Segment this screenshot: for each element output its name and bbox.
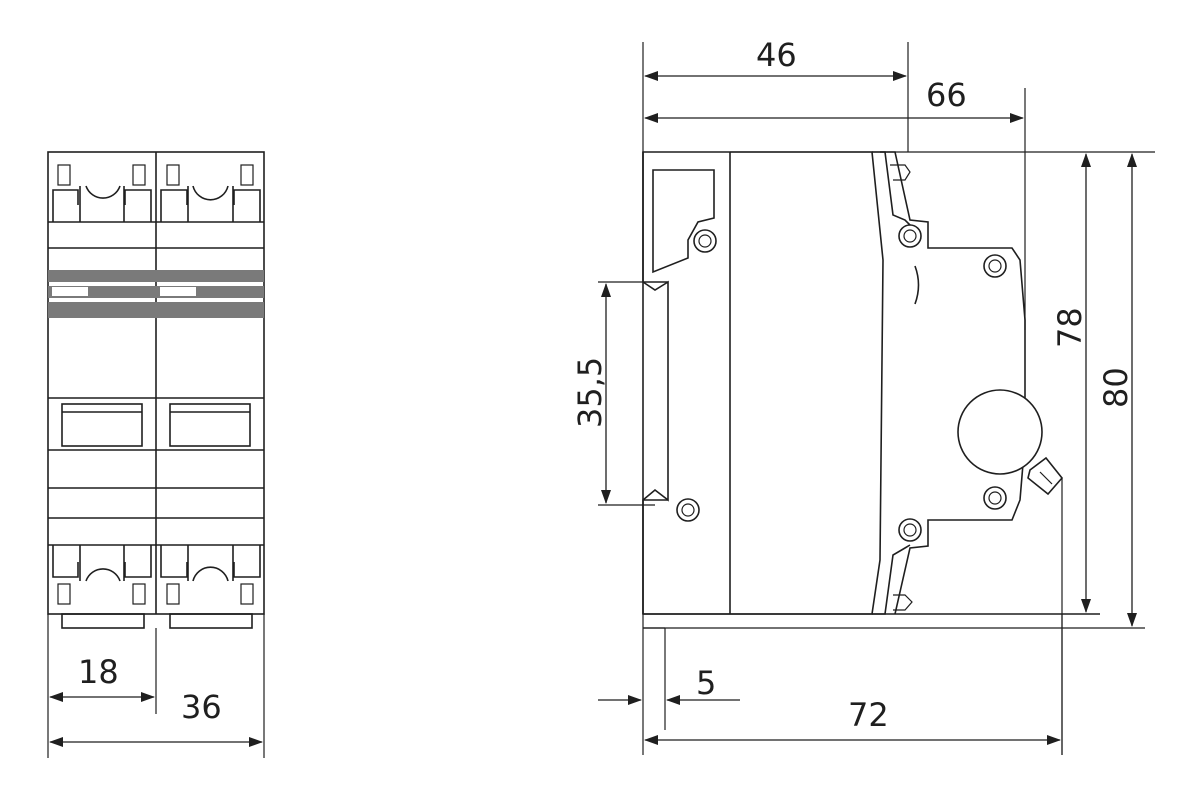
top-terminals	[48, 164, 264, 249]
terminal-screws	[898, 224, 1007, 542]
side-dimensions: 46 66 35,5 78 80 5 72	[571, 36, 1137, 745]
dim-overall-height: 80	[1097, 367, 1135, 408]
toggle-lever	[1027, 456, 1064, 496]
dim-depth-to-step: 66	[926, 76, 967, 114]
dim-overall-depth: 72	[848, 696, 889, 734]
side-body-outline	[642, 151, 884, 615]
side-view: 46 66 35,5 78 80 5 72	[571, 36, 1155, 755]
dim-depth-to-front: 46	[756, 36, 797, 74]
label-bands	[48, 270, 264, 318]
dim-module-width: 18	[78, 653, 119, 691]
rail-screws	[676, 229, 717, 522]
dim-rail-height: 35,5	[571, 357, 609, 428]
front-dimensions: 18 36	[47, 614, 265, 758]
front-view: 18 36	[47, 151, 265, 758]
dim-total-width: 36	[181, 688, 222, 726]
dim-rail-offset: 5	[696, 664, 716, 702]
dim-body-height: 78	[1051, 307, 1089, 348]
toggle-handles	[48, 397, 264, 546]
bottom-terminals	[52, 545, 261, 629]
front-profile	[880, 151, 1026, 615]
toggle-knob	[957, 389, 1043, 475]
